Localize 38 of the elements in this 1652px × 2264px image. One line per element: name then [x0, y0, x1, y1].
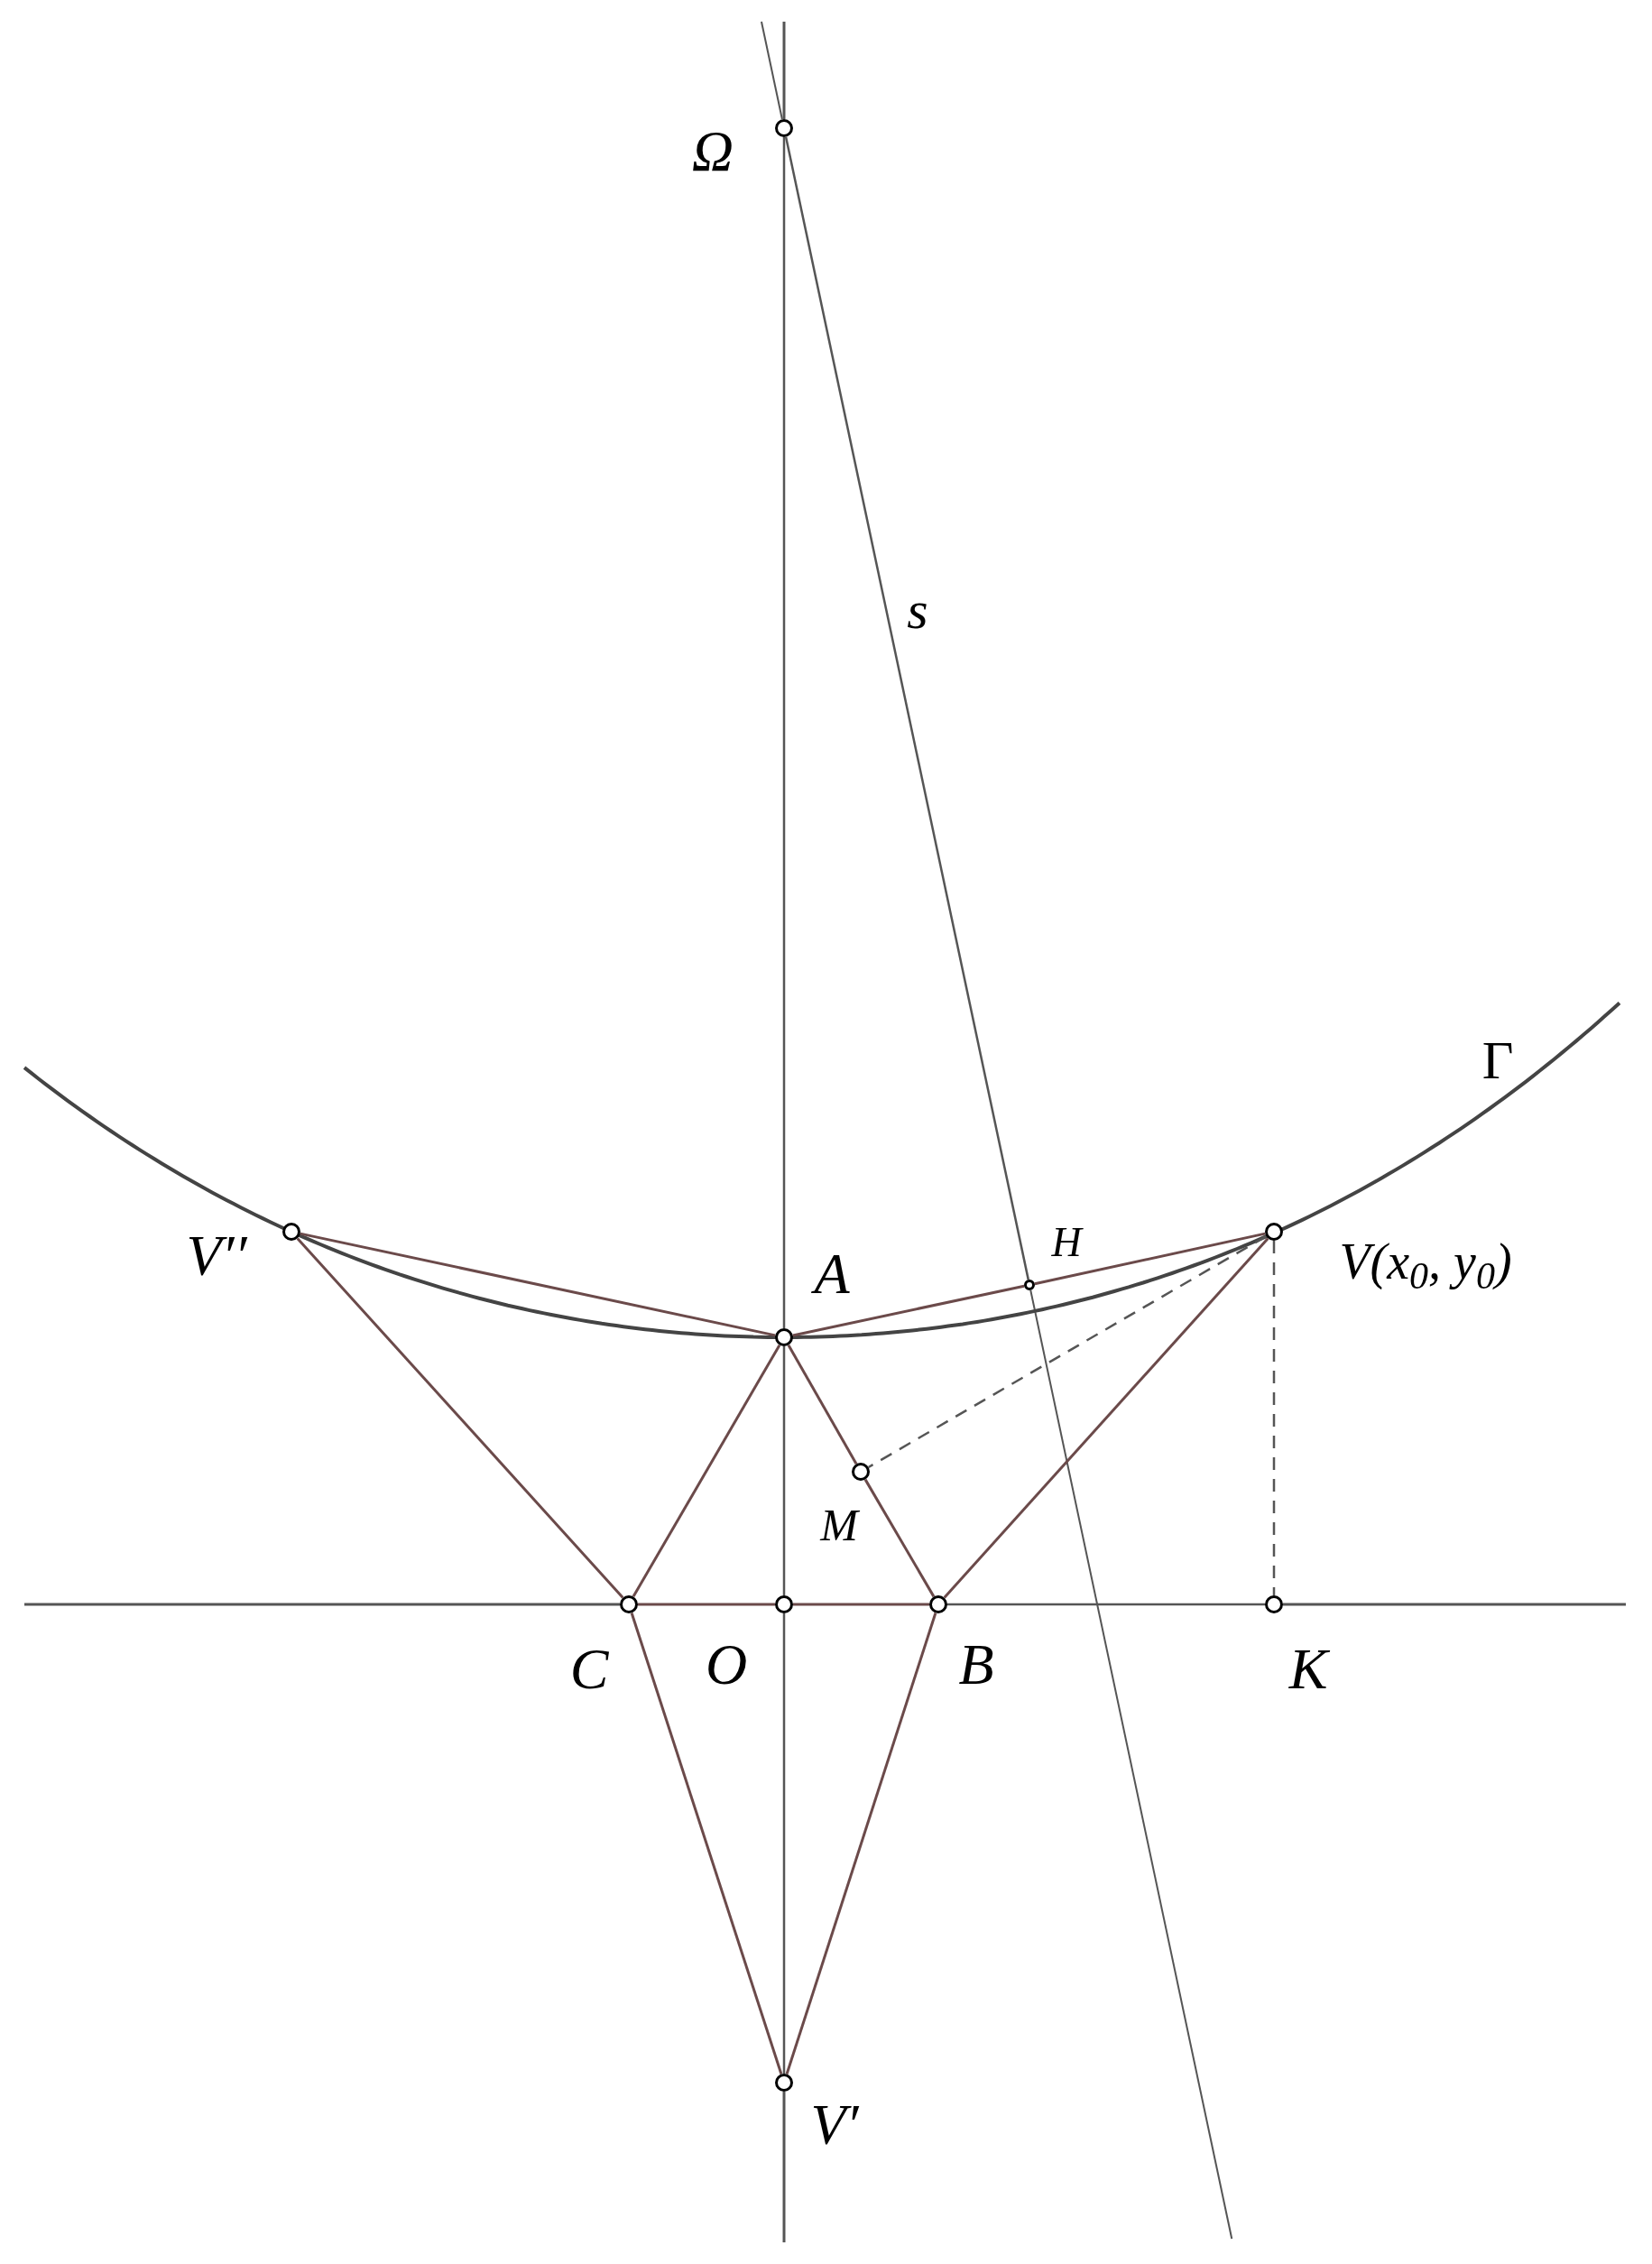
line-segment [947, 1603, 1265, 1606]
point-label: O [705, 1636, 748, 1694]
point-label: K [1288, 1640, 1328, 1698]
point-label: C [569, 1640, 609, 1698]
curve-label: Γ [1481, 1033, 1514, 1087]
point-marker [775, 1328, 793, 1346]
point-label: B [958, 1636, 994, 1694]
line-segment [792, 1284, 1025, 1337]
line-segment [296, 1237, 624, 1599]
point-marker [282, 1223, 300, 1241]
point-label: M [820, 1502, 858, 1548]
line-label: s [907, 583, 928, 637]
line-segment [782, 137, 786, 1328]
point-marker [852, 1463, 870, 1481]
point-label: V′ [810, 2096, 859, 2154]
point-label: H [1051, 1222, 1082, 1263]
line-segment [782, 1346, 786, 1595]
dashed-line [868, 1234, 1267, 1469]
point-marker [775, 119, 793, 137]
line-segment [793, 1603, 929, 1606]
line-segment [1034, 1232, 1266, 1286]
point-marker [1024, 1280, 1035, 1290]
point-label: Ω [691, 123, 734, 180]
point-marker [775, 1595, 793, 1613]
point-label: V′′ [186, 1227, 247, 1285]
point-marker [929, 1595, 947, 1613]
point-marker [775, 2074, 793, 2092]
line-segment [784, 136, 1029, 1280]
point-marker [620, 1595, 638, 1613]
point-marker [1265, 1595, 1283, 1613]
point-marker [1265, 1223, 1283, 1241]
line-segment [638, 1603, 775, 1606]
line-segment [785, 1613, 937, 2075]
line-segment [943, 1237, 1269, 1599]
line-segment [300, 1232, 776, 1337]
dashed-line [1272, 1241, 1276, 1595]
line-segment [782, 1613, 786, 2074]
line-segment [630, 1613, 783, 2075]
